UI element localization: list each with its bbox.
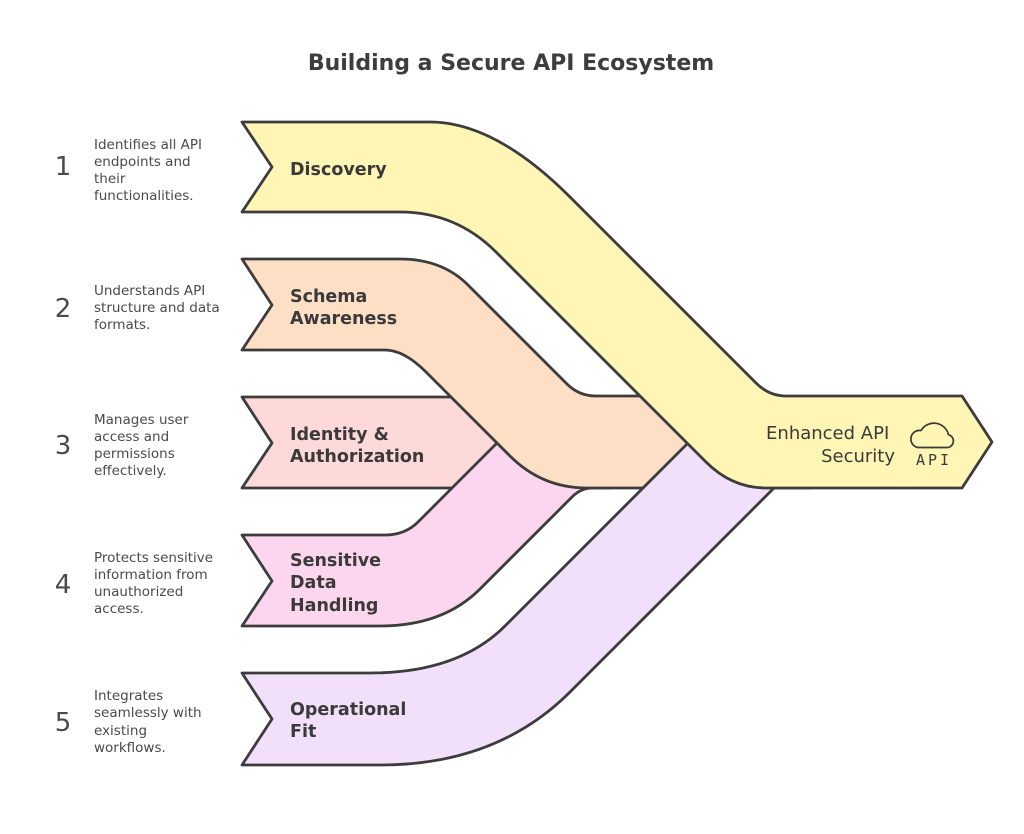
step-annotation-1: 1 Identifies all API endpoints and their… [55,137,206,204]
description-line: Protects sensitive [94,550,213,566]
band-label-line: Operational [290,700,406,720]
band-label-identity-authorization: Identity & Authorization [290,425,424,467]
description-line: unauthorized [94,584,183,600]
cloud-icon [910,422,955,449]
step-description: Identifies all API endpoints and their f… [94,137,206,204]
description-line: Understands API [94,283,205,299]
band-label-sensitive-data-handling: Sensitive Data Handling [290,551,387,616]
band-label-schema-awareness: Schema Awareness [290,287,397,329]
band-discovery-outcome-arrow [240,120,994,490]
step-annotation-3: 3 Manages user access and permissions ef… [55,412,193,479]
band-label-line: Data [290,573,337,593]
description-line: effectively. [94,463,167,479]
band-label-line: Authorization [290,447,424,467]
band-label-line: Identity & [290,425,389,445]
description-line: functionalities. [94,188,194,204]
band-label-line: Handling [290,596,378,616]
step-number: 3 [55,431,72,461]
description-line: access and [94,429,169,445]
step-annotation-2: 2 Understands API structure and data for… [55,283,224,333]
outcome-label-line: Security [821,446,895,467]
step-annotation-4: 4 Protects sensitive information from un… [55,550,217,617]
outcome-label: Enhanced API Security [766,423,895,467]
description-line: their [94,171,126,187]
step-number: 5 [55,708,72,738]
band-label-line: Schema [290,287,367,307]
cloud-api-icon: API [910,422,955,469]
step-number: 4 [55,570,72,600]
description-line: endpoints and [94,154,191,170]
description-line: Identifies all API [94,137,202,153]
band-label-line: Fit [290,722,316,742]
flow-bands [240,120,994,767]
description-line: existing [94,723,147,739]
description-line: seamlessly with [94,705,202,721]
band-label-discovery: Discovery [290,160,387,180]
step-annotation-5: 5 Integrates seamlessly with existing wo… [55,688,206,756]
diagram-title: Building a Secure API Ecosystem [308,51,714,76]
description-line: information from [94,567,208,583]
band-label-line: Discovery [290,160,387,180]
step-number: 2 [55,294,72,324]
outcome: Enhanced API Security API [766,422,955,469]
icon-caption: API [916,451,952,469]
outcome-label-line: Enhanced API [766,423,889,444]
band-label-line: Awareness [290,309,397,329]
band-labels: Discovery Schema Awareness Identity & Au… [290,160,424,742]
description-line: permissions [94,446,175,462]
band-label-operational-fit: Operational Fit [290,700,412,742]
band-operational-fit [240,431,812,767]
step-description: Integrates seamlessly with existing work… [94,688,206,756]
step-description: Understands API structure and data forma… [94,283,224,333]
step-annotations: 1 Identifies all API endpoints and their… [55,137,224,756]
description-line: workflows. [94,740,166,756]
step-number: 1 [55,152,72,182]
description-line: formats. [94,317,150,333]
band-schema-awareness [240,257,702,490]
band-label-line: Sensitive [290,551,381,571]
step-description: Manages user access and permissions effe… [94,412,193,479]
description-line: structure and data [94,300,220,316]
description-line: Manages user [94,412,189,428]
description-line: access. [94,601,144,617]
band-sensitive-data-handling [240,418,612,628]
description-line: Integrates [94,688,163,704]
step-description: Protects sensitive information from unau… [94,550,217,617]
